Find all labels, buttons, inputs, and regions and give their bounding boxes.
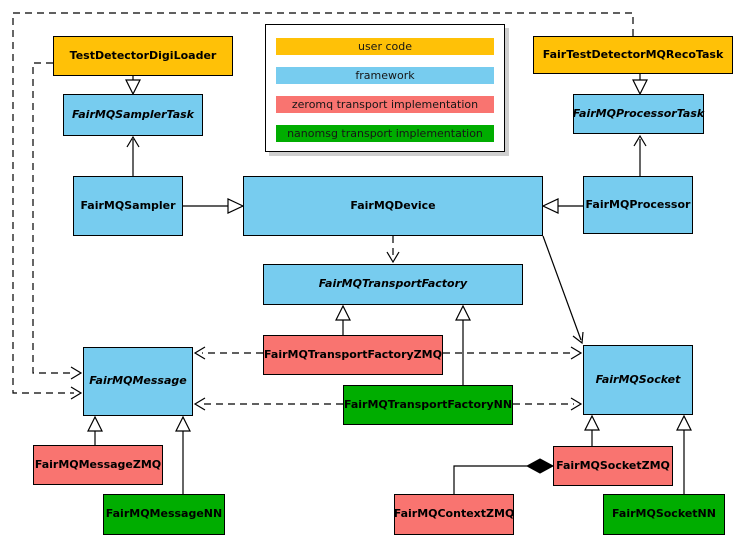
edge-socketzmq-socket (584, 414, 600, 446)
edge-sampler-samplertask (126, 135, 140, 176)
node-fairmqtransportfactoryzmq: FairMQTransportFactoryZMQ (263, 335, 443, 375)
legend: user code framework zeromq transport imp… (265, 24, 505, 152)
node-fairmqmessagezmq: FairMQMessageZMQ (33, 445, 163, 485)
node-fairmqsampler: FairMQSampler (73, 176, 183, 236)
edge-factoryzmq-message (193, 346, 263, 360)
edge-socketnn-socket (676, 414, 692, 494)
edge-device-socket (542, 235, 584, 345)
node-fairmqtransportfactorynn: FairMQTransportFactoryNN (343, 385, 513, 425)
legend-item-zeromq: zeromq transport implementation (276, 96, 494, 113)
node-fairmqcontextzmq: FairMQContextZMQ (394, 494, 514, 535)
edge-recotask-processortask (632, 74, 648, 96)
edge-sampler-device (183, 198, 245, 214)
node-fairmqprocessor: FairMQProcessor (583, 176, 693, 234)
edge-messagenn-message (175, 415, 191, 494)
node-fairmqsocketzmq: FairMQSocketZMQ (553, 446, 673, 486)
edge-processor-device (541, 198, 583, 214)
node-fairtestdetectormqrecotask: FairTestDetectorMQRecoTask (533, 36, 733, 74)
edge-factoryzmq-socket (443, 346, 583, 360)
node-fairmqtransportfactory: FairMQTransportFactory (263, 264, 523, 305)
legend-item-nanomsg: nanomsg transport implementation (276, 125, 494, 142)
edge-factorynn-message (193, 397, 343, 411)
edge-factoryzmq-factory (335, 304, 351, 335)
node-fairmqsamplertask: FairMQSamplerTask (63, 94, 203, 136)
node-fairmqdevice: FairMQDevice (243, 176, 543, 236)
node-fairmqmessage: FairMQMessage (83, 347, 193, 416)
node-fairmqsocket: FairMQSocket (583, 345, 693, 415)
edge-processor-processortask (633, 134, 647, 176)
node-testdetectordigiloader: TestDetectorDigiLoader (53, 36, 233, 76)
edge-contextzmq-socketzmq (453, 458, 555, 494)
edge-messagezmq-message (87, 415, 103, 445)
edge-digiloader-samplertask (125, 76, 141, 96)
legend-item-framework: framework (276, 67, 494, 84)
node-fairmqmessagenn: FairMQMessageNN (103, 494, 225, 535)
legend-item-user-code: user code (276, 38, 494, 55)
node-fairmqsocketnn: FairMQSocketNN (603, 494, 725, 535)
edge-factorynn-factory (455, 304, 471, 385)
edge-device-factory (386, 236, 400, 264)
edge-factorynn-socket (513, 397, 583, 411)
node-fairmqprocessortask: FairMQProcessorTask (573, 94, 704, 134)
